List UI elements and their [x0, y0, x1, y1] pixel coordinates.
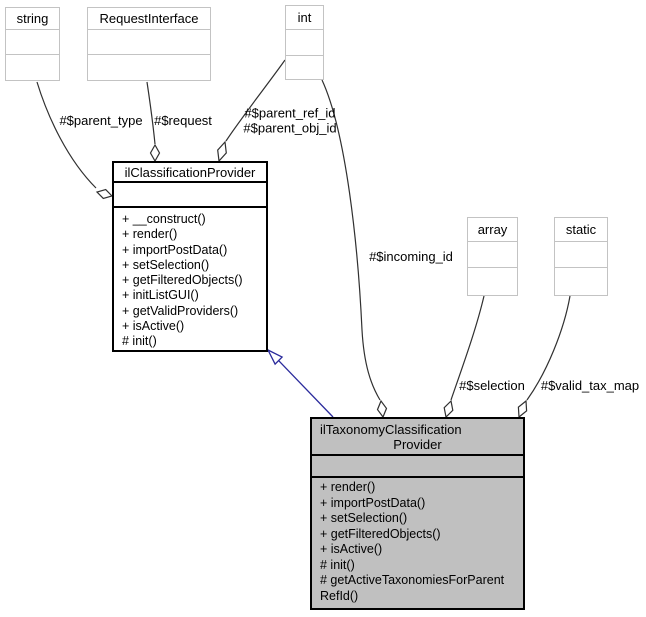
class-member: + getFilteredObjects()	[122, 273, 243, 288]
edge-label-incoming-id: #$incoming_id	[369, 248, 453, 264]
type-box-attribute-section	[6, 30, 59, 55]
class-box-iltaxonomyclassificationprovider: ilTaxonomyClassification Provider + rend…	[310, 417, 525, 610]
class-member: + getFilteredObjects()	[320, 526, 441, 541]
class-member: + setSelection()	[320, 511, 408, 525]
edge-selection	[450, 295, 485, 401]
type-box-method-section	[286, 56, 323, 79]
edge-parent-type	[36, 81, 97, 189]
class-member: + isActive()	[122, 319, 185, 334]
class-member: # getActiveTaxonomiesForParent RefId()	[320, 573, 505, 603]
class-title-line2: Provider	[393, 437, 442, 452]
type-box-string: string	[5, 7, 60, 81]
type-box-method-section	[555, 268, 607, 295]
type-box-method-section	[468, 268, 517, 295]
type-box-int: int	[285, 5, 324, 80]
edge-parent-ref-obj-id	[225, 59, 286, 142]
class-member: + initListGUI()	[122, 288, 199, 303]
inheritance-edge	[278, 360, 334, 418]
type-box-attribute-section	[555, 242, 607, 268]
class-member: # init()	[320, 557, 355, 572]
aggregation-diamond-parent-type	[95, 188, 114, 200]
class-title: ilClassificationProvider	[114, 163, 266, 183]
class-member: + isActive()	[320, 542, 383, 556]
type-box-attribute-section	[88, 30, 210, 55]
aggregation-diamond-parent-ref-obj-id	[217, 140, 227, 163]
aggregation-diamond-request	[149, 143, 161, 163]
class-member: + importPostData()	[320, 495, 426, 510]
class-title-line1: ilTaxonomyClassification	[320, 422, 462, 437]
class-member: + render()	[320, 480, 376, 494]
aggregation-diamond-valid-tax-map	[517, 399, 528, 419]
class-members: + __construct()+ render()+ importPostDat…	[114, 208, 266, 350]
class-box-ilclassificationprovider[interactable]: ilClassificationProvider + __construct()…	[112, 161, 268, 352]
type-box-request-interface: RequestInterface	[87, 7, 211, 81]
edge-label-valid-tax-map: #$valid_tax_map	[540, 377, 640, 393]
edge-valid-tax-map	[526, 295, 571, 401]
aggregation-diamond-selection	[443, 399, 454, 419]
class-attribute-section	[114, 183, 266, 208]
class-member: + __construct()	[122, 212, 206, 226]
type-box-title: RequestInterface	[88, 8, 210, 30]
class-member: + importPostData()	[122, 242, 228, 257]
edge-label-parent-type: #$parent_type	[59, 112, 143, 128]
edge-incoming-id	[321, 79, 381, 401]
class-member: + render()	[122, 227, 178, 242]
class-members: + render()+ importPostData()+ setSelecti…	[312, 478, 523, 604]
type-box-title: string	[6, 8, 59, 30]
class-member: # init()	[122, 334, 157, 349]
class-attribute-section	[312, 456, 523, 478]
type-box-title: int	[286, 6, 323, 30]
class-member: + setSelection()	[122, 257, 210, 272]
edge-label-selection: #$selection	[459, 377, 525, 393]
type-box-method-section	[6, 55, 59, 80]
edge-request	[146, 81, 156, 145]
type-box-static: static	[554, 217, 608, 296]
class-member: + getValidProviders()	[122, 303, 239, 318]
type-box-array: array	[467, 217, 518, 296]
class-title: ilTaxonomyClassification Provider	[312, 419, 523, 456]
type-box-method-section	[88, 55, 210, 80]
aggregation-diamond-incoming-id	[376, 399, 388, 419]
type-box-attribute-section	[468, 242, 517, 268]
type-box-title: array	[468, 218, 517, 242]
edge-label-request: #$request	[154, 112, 212, 128]
type-box-title: static	[555, 218, 607, 242]
type-box-attribute-section	[286, 30, 323, 56]
inheritance-arrowhead-icon	[266, 348, 284, 366]
edge-label-parent-ref-obj-id: #$parent_ref_id #$parent_obj_id	[243, 105, 337, 135]
